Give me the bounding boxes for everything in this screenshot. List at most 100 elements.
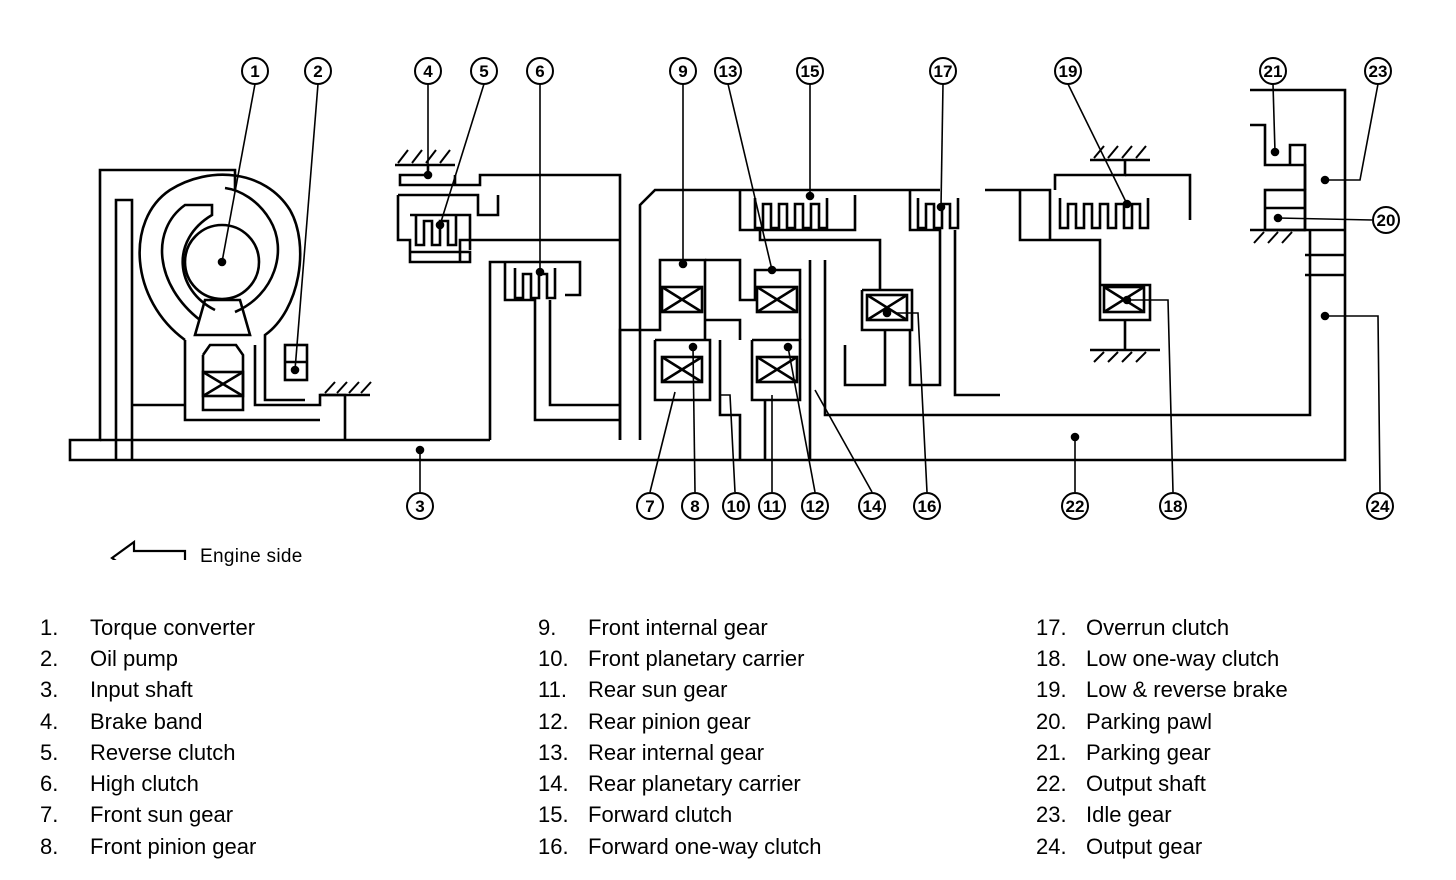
legend-item: 20.Parking pawl xyxy=(1036,706,1288,737)
svg-text:11: 11 xyxy=(763,497,781,516)
legend-item: 7.Front sun gear xyxy=(40,800,256,831)
callout-16: 16 xyxy=(913,492,941,520)
svg-text:12: 12 xyxy=(806,497,825,516)
svg-text:9: 9 xyxy=(678,62,687,81)
legend-item: 19.Low & reverse brake xyxy=(1036,675,1288,706)
legend-column-1: 1.Torque converter 2.Oil pump 3.Input sh… xyxy=(40,612,256,862)
callout-14: 14 xyxy=(858,492,886,520)
legend-label: Parking pawl xyxy=(1086,708,1212,734)
callout-19: 19 xyxy=(1054,57,1082,85)
leader-lines xyxy=(221,83,1381,493)
legend-label: Forward clutch xyxy=(588,802,733,828)
legend-label: Front sun gear xyxy=(90,802,234,828)
svg-text:1: 1 xyxy=(250,62,259,81)
legend-number: 24. xyxy=(1036,833,1067,859)
legend-item: 8.Front pinion gear xyxy=(40,831,256,862)
legend-label: Parking gear xyxy=(1086,739,1211,765)
svg-text:6: 6 xyxy=(535,62,544,81)
legend-column-2: 9.Front internal gear 10.Front planetary… xyxy=(538,612,822,862)
callout-4: 4 xyxy=(414,57,442,85)
legend-label: Front pinion gear xyxy=(90,833,257,859)
callout-22: 22 xyxy=(1061,492,1089,520)
callout-24: 24 xyxy=(1366,492,1394,520)
legend-number: 23. xyxy=(1036,802,1067,828)
legend-label: Torque converter xyxy=(90,614,256,640)
legend-label: Idle gear xyxy=(1086,802,1172,828)
legend-item: 6. High clutch xyxy=(40,768,256,799)
legend-label: High clutch xyxy=(90,771,199,797)
svg-text:19: 19 xyxy=(1059,62,1078,81)
legend-number: 2. xyxy=(40,645,59,671)
legend-item: 5. Reverse clutch xyxy=(40,737,256,768)
engine-side-arrow-icon xyxy=(110,539,187,560)
engine-side-label: Engine side xyxy=(200,546,303,567)
svg-text:22: 22 xyxy=(1066,497,1085,516)
legend-label: Input shaft xyxy=(90,677,193,703)
legend-label: Rear pinion gear xyxy=(588,708,751,734)
svg-text:16: 16 xyxy=(918,497,937,516)
callout-3: 3 xyxy=(406,492,434,520)
legend-number: 17. xyxy=(1036,614,1067,640)
callout-2: 2 xyxy=(304,57,332,85)
legend-item: 1. Torque converter xyxy=(40,612,256,643)
legend-item: 11. Rear sun gear xyxy=(538,675,822,706)
callout-11: 11 xyxy=(758,492,786,520)
callout-12: 12 xyxy=(801,492,829,520)
callout-18: 18 xyxy=(1159,492,1187,520)
legend-item: 12.Rear pinion gear xyxy=(538,706,822,737)
legend-item: 17.Overrun clutch xyxy=(1036,612,1288,643)
callout-6: 6 xyxy=(526,57,554,85)
svg-text:18: 18 xyxy=(1164,497,1183,516)
svg-text:21: 21 xyxy=(1264,62,1283,81)
low-reverse-brake xyxy=(1018,145,1192,363)
callout-20: 20 xyxy=(1372,206,1400,234)
svg-text:20: 20 xyxy=(1377,211,1396,230)
svg-text:8: 8 xyxy=(690,497,699,516)
legend-item: 18.Low one-way clutch xyxy=(1036,643,1288,674)
legend-label: Output gear xyxy=(1086,833,1203,859)
legend-item: 16.Forward one-way clutch xyxy=(538,831,822,862)
legend-label: Forward one-way clutch xyxy=(588,833,822,859)
legend-item: 9.Front internal gear xyxy=(538,612,822,643)
callout-13: 13 xyxy=(714,57,742,85)
callout-1: 1 xyxy=(241,57,269,85)
callout-10: 10 xyxy=(722,492,750,520)
callout-5: 5 xyxy=(470,57,498,85)
callout-17: 17 xyxy=(929,57,957,85)
svg-text:24: 24 xyxy=(1371,497,1390,516)
legend-number: 15. xyxy=(538,802,569,828)
legend-item: 4.Brake band xyxy=(40,706,256,737)
legend-label: Low one-way clutch xyxy=(1086,645,1280,671)
legend-label: Reverse clutch xyxy=(90,739,236,765)
callout-15: 15 xyxy=(796,57,824,85)
svg-text:2: 2 xyxy=(313,62,322,81)
callout-8: 8 xyxy=(681,492,709,520)
legend-number: 21. xyxy=(1036,739,1067,765)
legend-number: 6. xyxy=(40,771,59,797)
forward-overrun-clutches xyxy=(738,188,1052,397)
legend-item: 23. Idle gear xyxy=(1036,800,1288,831)
oil-pump xyxy=(253,343,372,440)
input-shaft xyxy=(68,168,810,462)
legend-label: Rear internal gear xyxy=(588,739,765,765)
brake-band-reverse-clutch xyxy=(395,149,622,440)
legend-number: 1. xyxy=(40,614,59,640)
legend-label: Brake band xyxy=(90,708,203,734)
torque-converter xyxy=(132,173,320,422)
legend-label: Rear planetary carrier xyxy=(588,771,801,797)
legend-number: 22. xyxy=(1036,771,1067,797)
svg-text:14: 14 xyxy=(863,497,882,516)
legend-label: Output shaft xyxy=(1086,771,1206,797)
legend-item: 24. Output gear xyxy=(1036,831,1288,862)
legend-number: 11. xyxy=(538,677,567,703)
legend-column-3: 17.Overrun clutch 18.Low one-way clutch … xyxy=(1036,612,1288,862)
legend-label: Rear sun gear xyxy=(588,677,728,703)
callout-7: 7 xyxy=(636,492,664,520)
legend-number: 13. xyxy=(538,739,569,765)
legend-item: 21. Parking gear xyxy=(1036,737,1288,768)
legend-number: 14. xyxy=(538,771,569,797)
svg-text:3: 3 xyxy=(415,497,424,516)
output-gear-train xyxy=(415,88,1347,462)
legend-label: Front internal gear xyxy=(588,614,768,640)
legend-number: 5. xyxy=(40,739,59,765)
